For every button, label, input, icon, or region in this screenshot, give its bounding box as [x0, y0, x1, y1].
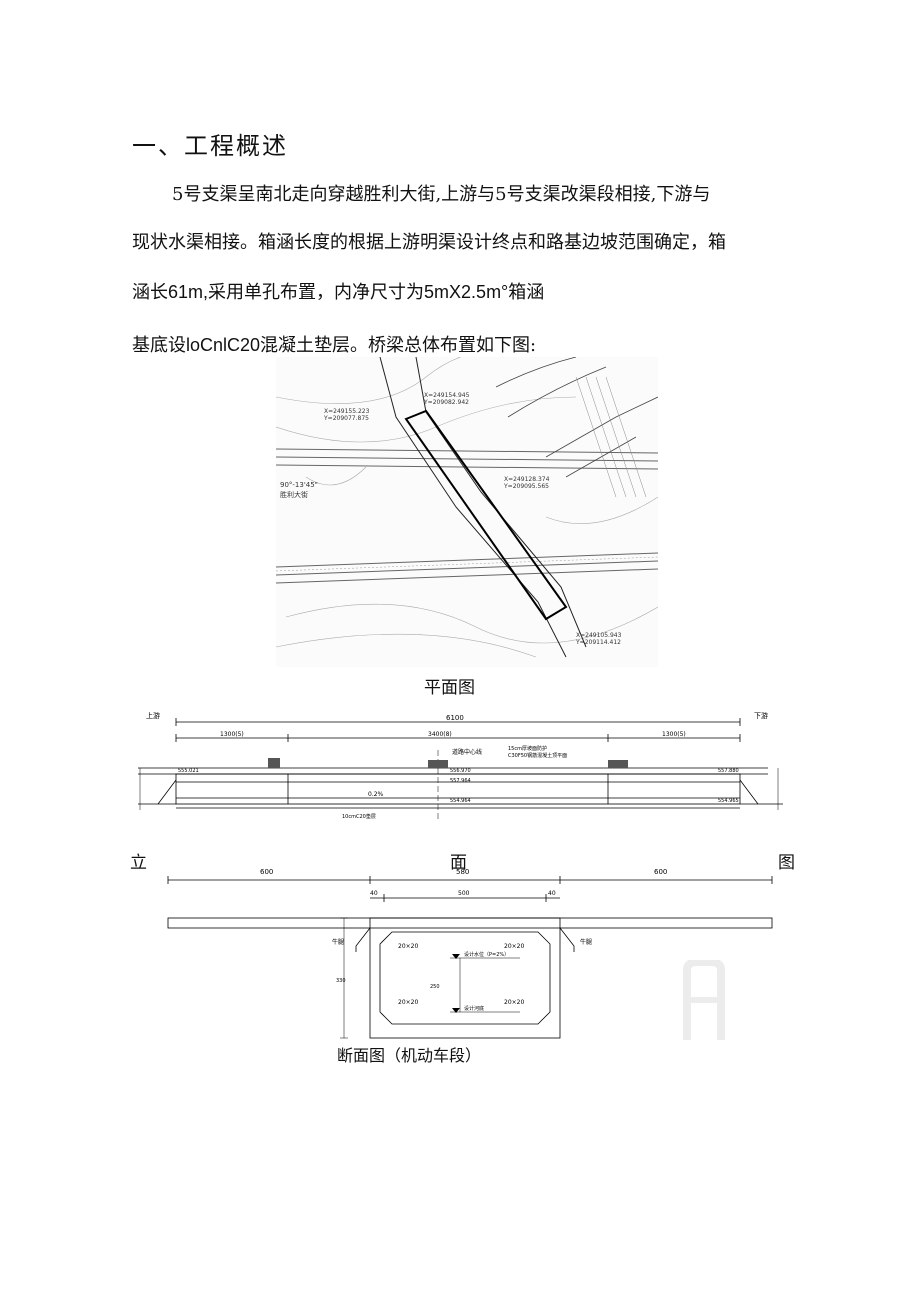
elev-val-2: 556.970 — [450, 768, 471, 774]
sec-w-right: 600 — [654, 868, 667, 876]
line3-text-e: 箱涵 — [508, 282, 545, 303]
elev-note-2: C30F50钢筋混凝土顶平面 — [508, 752, 567, 759]
elev-val-6: 554.965 — [718, 798, 739, 804]
elev-center: 道路中心线 — [452, 748, 482, 756]
paragraph-line-3: 涵长61m,采用单孔布置，内净尺寸为5mX2.5m°箱涵 — [132, 280, 797, 305]
elev-note-1: 15cm厚坡面防护 — [508, 745, 547, 752]
sec-water: 设计水位（P=2%） — [464, 951, 509, 958]
paragraph-line-1: 5号支渠呈南北走向穿越胜利大街,上游与5号支渠改渠段相接,下游与 — [172, 184, 711, 205]
plan-coord-4: Y=209082.942 — [423, 399, 469, 406]
paragraph-line-2: 现状水渠相接。箱涵长度的根据上游明渠设计终点和路基边坡范围确定，箱 — [132, 232, 726, 253]
sec-height: 250 — [430, 984, 440, 990]
line4-text-c: 混凝土垫层。桥梁总体布置如下图: — [260, 335, 537, 356]
elev-val-3: 557.964 — [450, 778, 471, 784]
watermark-glyph — [683, 960, 725, 1040]
elev-total: 6100 — [446, 714, 464, 722]
elev-base: 10cmC20垫层 — [342, 813, 376, 820]
section-caption: 断面图（机动车段） — [337, 1046, 482, 1065]
sec-chamfer-tr: 20×20 — [504, 943, 524, 950]
elev-left-end: 上游 — [146, 711, 160, 720]
plan-coord-5: X=249128.374 — [504, 476, 550, 483]
sec-chamfer-tl: 20×20 — [398, 943, 418, 950]
sec-total-h: 330 — [336, 978, 346, 984]
sec-chamfer-br: 20×20 — [504, 999, 524, 1006]
section-heading: 一、工程概述 — [132, 132, 288, 160]
elev-left-span: 1300(5) — [220, 731, 244, 738]
line4-text-a: 基底设 — [132, 335, 186, 356]
sec-wall-right: 40 — [548, 890, 556, 897]
plan-coord-3: X=249154.945 — [424, 392, 470, 399]
plan-angle: 90°-13'45" — [280, 481, 318, 489]
elev-mid-span: 3400(8) — [428, 731, 452, 738]
sec-wall-left: 40 — [370, 890, 378, 897]
elev-right-end: 下游 — [754, 711, 768, 720]
line3-size: 5mX2.5m° — [424, 282, 509, 302]
elevation-caption-right: 图 — [778, 853, 795, 873]
line3-text-c: 采用单孔布置，内净尺寸为 — [208, 282, 425, 303]
elevation-caption-mid: 面 — [450, 853, 467, 873]
line4-concrete: loCnlC20 — [186, 335, 261, 355]
sec-right-tag: 牛腿 — [580, 938, 592, 946]
sec-w-mid: 580 — [456, 868, 469, 876]
line3-text-a: 涵长 — [132, 282, 168, 303]
elev-right-span: 1300(5) — [662, 731, 686, 738]
elevation-caption-left: 立 — [130, 853, 147, 873]
sec-bed: 设计河底 — [464, 1005, 484, 1012]
plan-coord-7: X=249105.943 — [576, 632, 622, 639]
plan-drawing: 90°-13'45" 胜利大街 X=249155.223 Y=209077.87… — [276, 357, 658, 667]
plan-caption: 平面图 — [424, 678, 475, 698]
elev-val-5: 557.880 — [718, 768, 739, 774]
elev-grade: 0.2% — [368, 791, 384, 798]
paragraph-line-4: 基底设loCnlC20混凝土垫层。桥梁总体布置如下图: — [132, 333, 797, 358]
plan-coord-6: Y=209095.565 — [503, 483, 549, 490]
plan-coord-8: Y=209114.412 — [575, 639, 621, 646]
elev-val-1: 555.021 — [178, 768, 199, 774]
plan-street: 胜利大街 — [280, 490, 308, 499]
plan-coord-2: Y=209077.875 — [323, 415, 369, 422]
elevation-drawing: 上游 下游 6100 1300(5) 3400(8) 1300(5) 道路中心线… — [138, 711, 783, 820]
plan-coord-1: X=249155.223 — [324, 408, 370, 415]
sec-w-left: 600 — [260, 868, 273, 876]
sec-inner: 500 — [458, 890, 470, 897]
sec-left-tag: 牛腿 — [332, 938, 344, 946]
sec-chamfer-bl: 20×20 — [398, 999, 418, 1006]
elev-val-4: 554.964 — [450, 798, 471, 804]
section-drawing: 600 580 600 40 500 40 20×20 20×20 20×20 … — [167, 868, 773, 1039]
line3-length: 61m, — [168, 282, 209, 302]
